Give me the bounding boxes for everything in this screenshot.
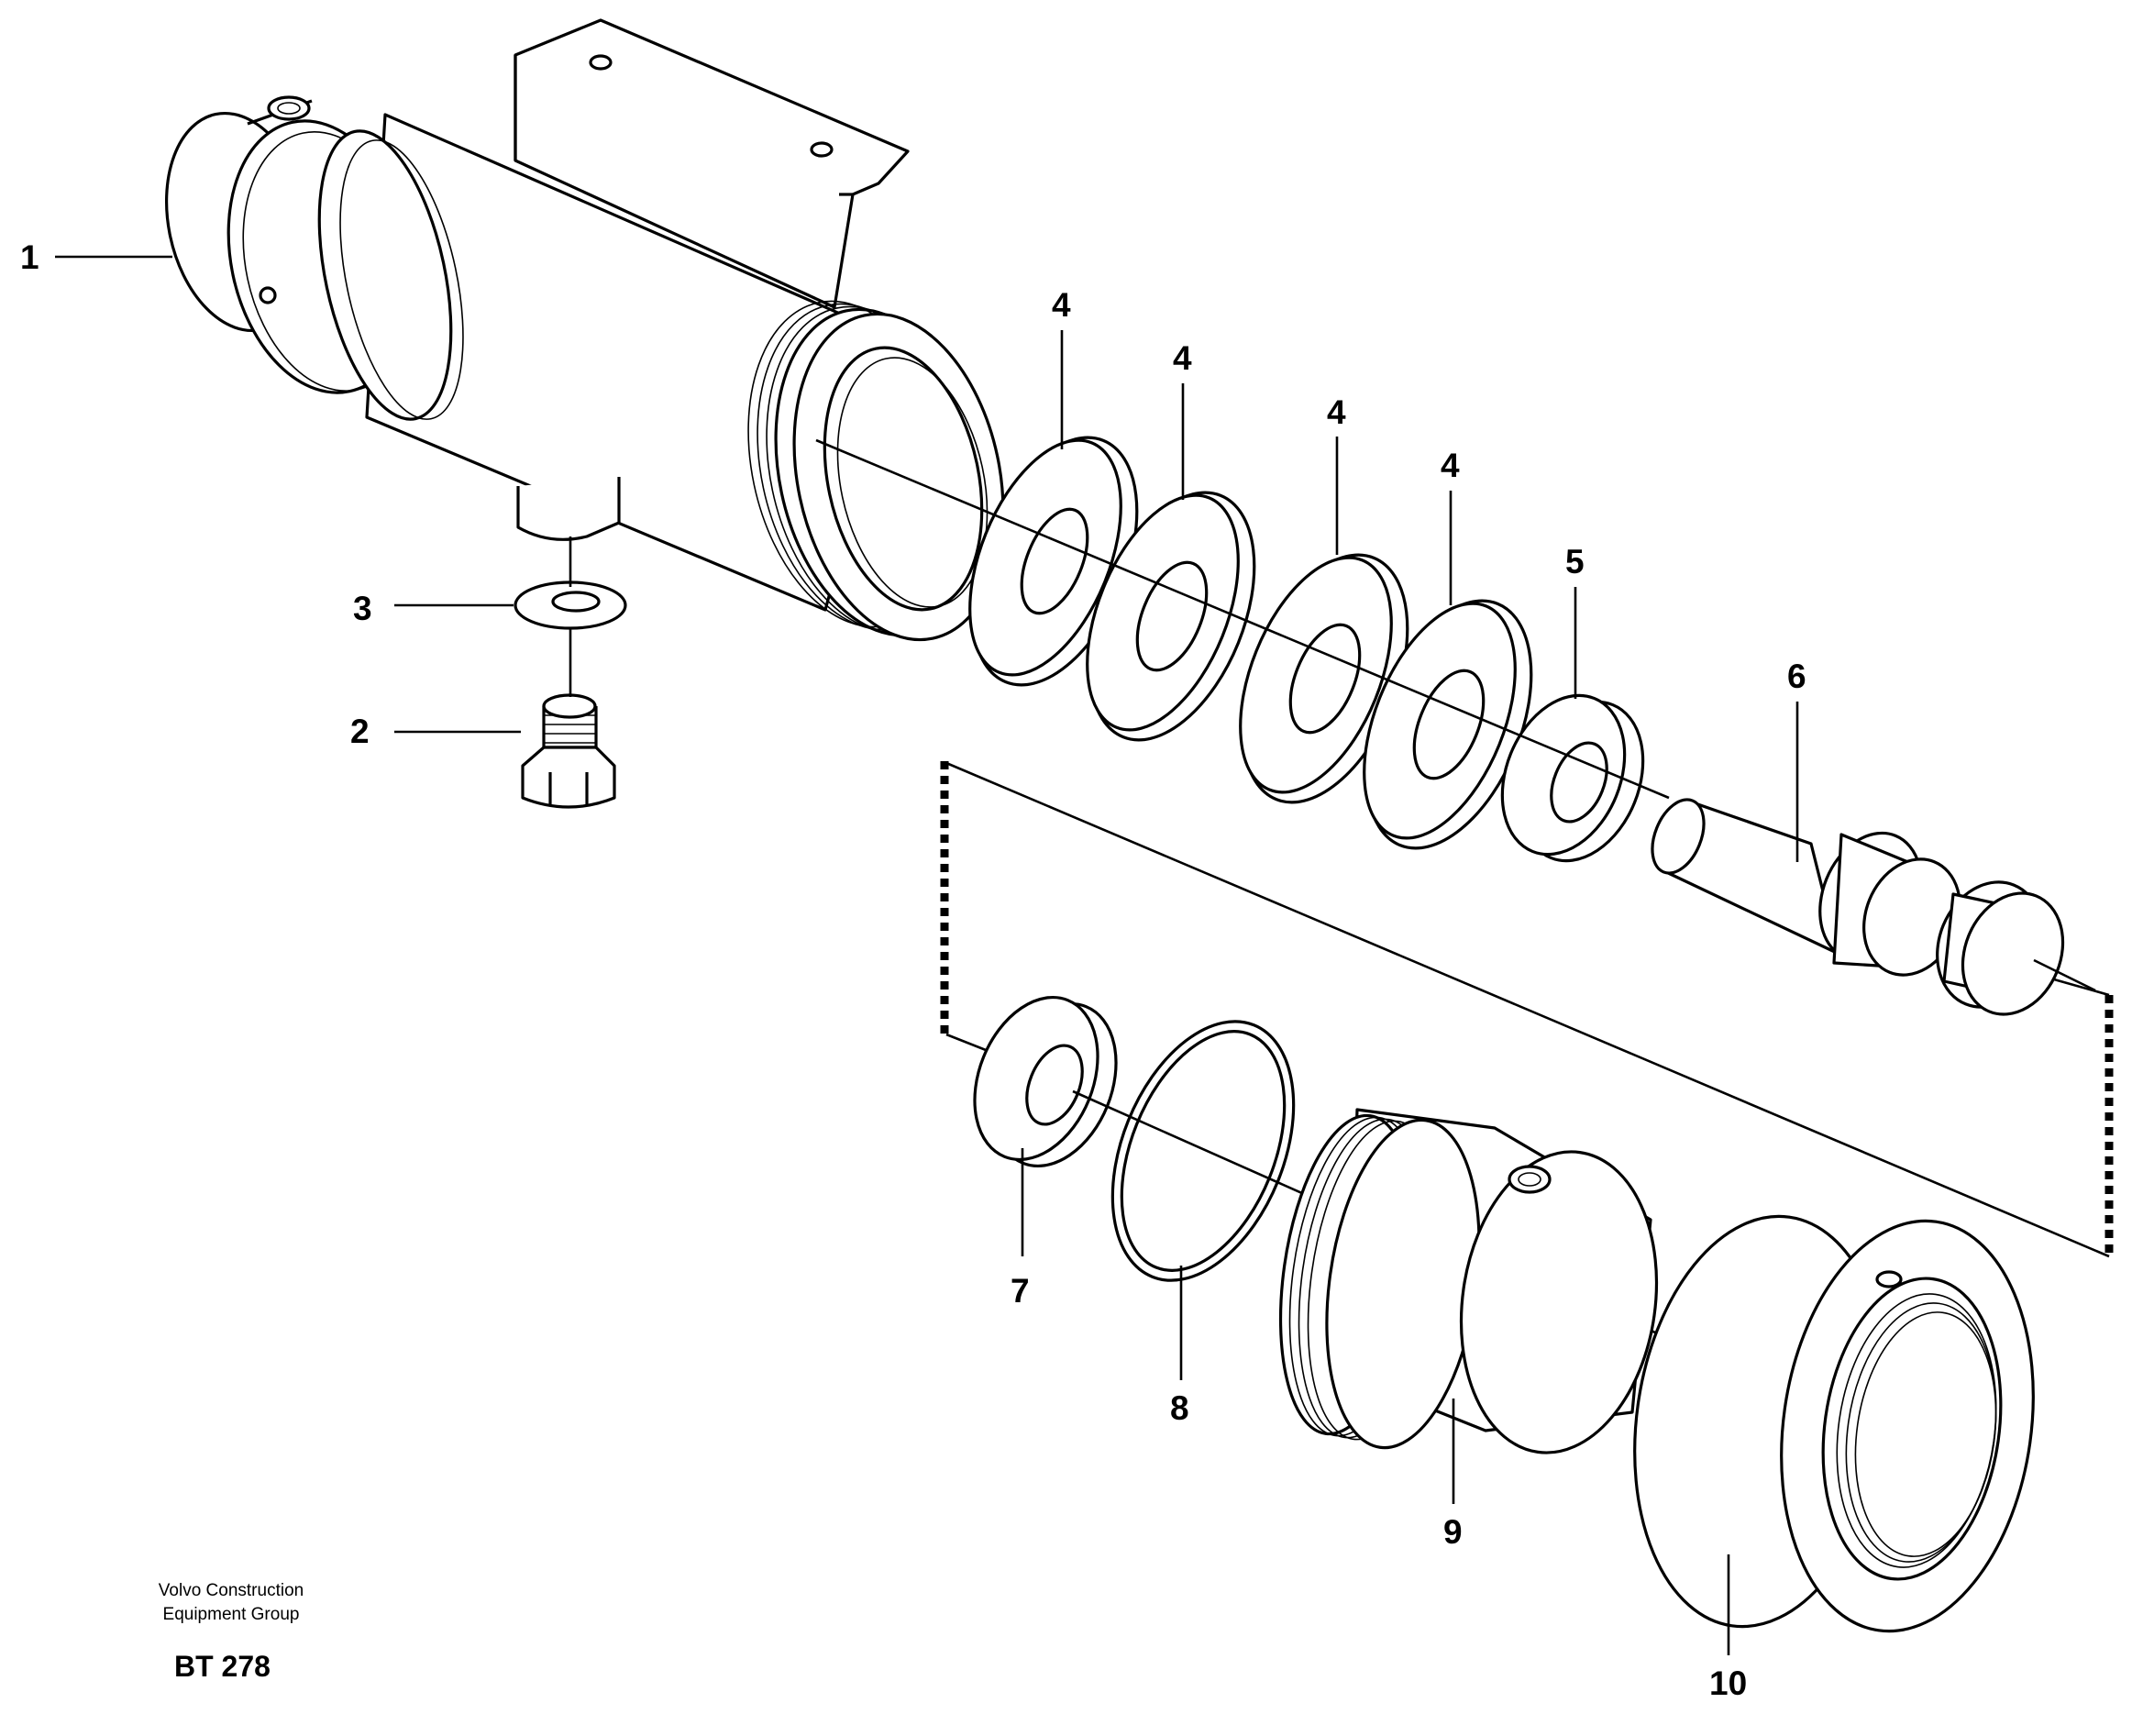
callout-1: 1: [20, 238, 39, 276]
part-7-guide-ring: [973, 995, 1118, 1168]
part-2-plug: [521, 693, 616, 809]
credit-line-2: Equipment Group: [163, 1605, 300, 1624]
callout-7: 7: [1011, 1272, 1030, 1310]
drawing-code: BT 278: [174, 1650, 271, 1683]
callout-2: 2: [350, 713, 370, 750]
part-1-cylinder-tube: [164, 18, 1005, 642]
callout-5: 5: [1565, 543, 1585, 581]
callout-10: 10: [1709, 1664, 1747, 1702]
part-9-piston: [1278, 1108, 1659, 1454]
part-10-gland-nut: [1633, 1214, 2035, 1633]
part-3-washer: [514, 581, 627, 630]
callout-4a: 4: [1052, 286, 1071, 324]
callout-3: 3: [353, 590, 372, 627]
part-5-bushing: [1500, 693, 1645, 863]
part-4-seal-discs: [968, 436, 1533, 850]
callout-6: 6: [1787, 658, 1806, 695]
leader-lines: [55, 255, 1799, 1655]
footer: Volvo Construction Equipment Group BT 27…: [159, 1581, 304, 1683]
credit-line-1: Volvo Construction: [159, 1581, 304, 1600]
callout-4d: 4: [1441, 447, 1460, 484]
assembly-axis-upper: [815, 438, 1670, 800]
callout-4b: 4: [1173, 339, 1192, 377]
disc-4d: [1363, 599, 1533, 850]
disc-4b: [1086, 491, 1256, 742]
part-6-piston-rod: [1651, 798, 2096, 1016]
callout-8: 8: [1170, 1389, 1189, 1427]
dashed-connector: [940, 761, 2114, 1258]
callout-4c: 4: [1327, 393, 1346, 431]
callout-9: 9: [1443, 1513, 1463, 1551]
callout-labels: 1 3 2 4 4 4 4 5 6 7 8 9 10: [20, 238, 1806, 1702]
